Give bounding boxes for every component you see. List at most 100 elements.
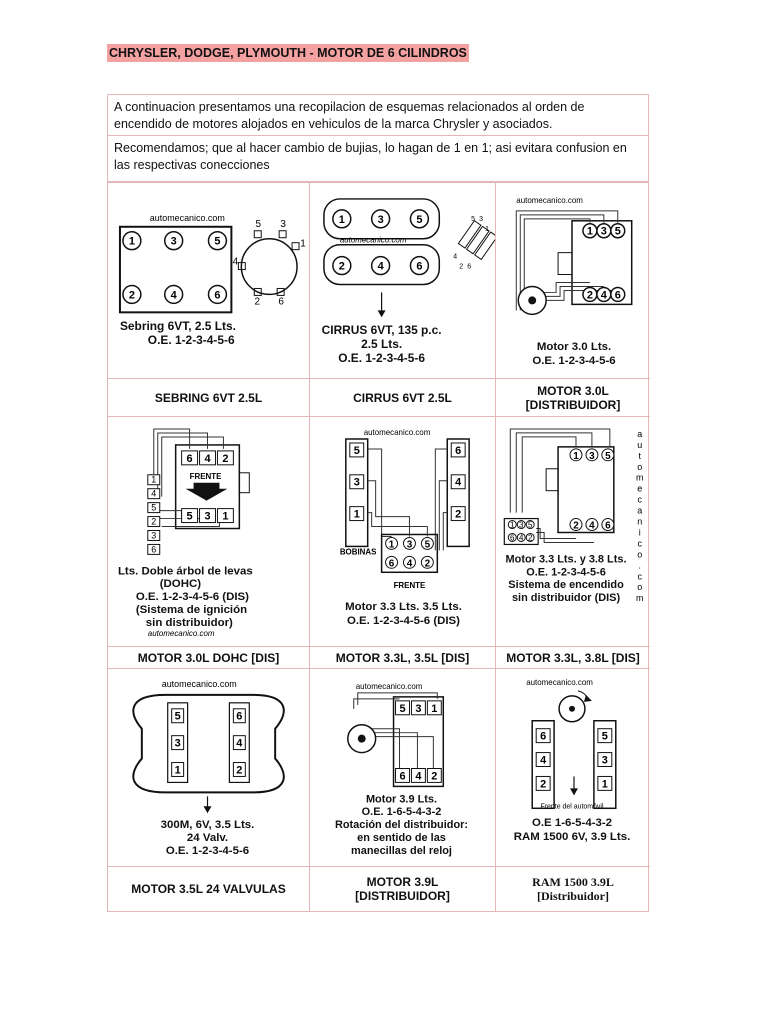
diagram-label: 4 — [407, 558, 413, 569]
diagram-label: 4 — [589, 521, 595, 532]
diagram-label: 3 — [204, 511, 210, 523]
diagram-label: 6 — [615, 289, 621, 301]
diagram-label: 4 — [601, 289, 608, 301]
diagram-label: FRENTE — [190, 472, 222, 481]
diagram-label: O.E 1-6-5-4-3-2 — [532, 817, 612, 829]
terminal-4: 4 — [233, 257, 239, 268]
dohc-diagram: 6 4 2 5 3 1 FRENTE 1 4 5 2 3 6 — [118, 428, 253, 638]
diagram-label: 4 — [453, 254, 457, 261]
diagram-label: O.E. 1-2-3-4-5-6 — [338, 351, 425, 365]
diagram-label: 2 — [459, 264, 463, 271]
diagram-label: O.E. 1-2-3-4-5-6 — [166, 845, 249, 857]
diagram-label: 3 — [601, 226, 607, 238]
caption-3-0-dohc: MOTOR 3.0L DOHC [DIS] — [108, 647, 310, 669]
diagram-label: t — [638, 451, 641, 461]
diagram-label: 5 — [354, 445, 360, 457]
diagram-label: n — [637, 517, 642, 527]
diagram-label: Frente del automóvil — [541, 803, 604, 810]
diagram-label: . — [638, 560, 641, 570]
diagram-label: 5 — [605, 451, 611, 462]
diagram-label: sin distribuidor) — [146, 617, 233, 629]
diagram-cell-cirrus: automecanico.com 1 3 5 2 4 6 5 3 — [310, 183, 496, 379]
diagram-label: 6 — [455, 445, 461, 457]
diagram-label: Motor 3.9 Lts. — [366, 793, 437, 805]
diagram-label: 1 — [485, 226, 489, 233]
firing-order-table: automecanico.com 1 3 5 2 4 6 5 3 4 — [107, 182, 650, 912]
diagram-label: e — [637, 484, 642, 494]
diagram-label: 6 — [540, 731, 546, 743]
diagram-label: c — [637, 571, 642, 581]
diagram-label: O.E. 1-2-3-4-5-6 — [526, 566, 606, 578]
diagram-label: 2 — [425, 558, 431, 569]
diagram-label: 1 — [573, 451, 579, 462]
diagram-label: 5 — [175, 711, 181, 723]
diagram-label: 4 — [151, 489, 156, 499]
cylinder-1-label: 1 — [129, 236, 135, 248]
vertical-watermark: a u t o m e c a n i c o . c o m — [636, 429, 643, 603]
diagram-label: 6 — [236, 711, 242, 723]
diagram-label: 4 — [204, 453, 211, 465]
diagram-label: 2 — [573, 521, 579, 532]
diagram-label: O.E. 1-2-3-4-5-6 — [532, 355, 615, 367]
cylinder-4-label: 4 — [171, 289, 178, 301]
watermark-text: automecanico.com — [516, 196, 583, 205]
diagram-label: 3 — [479, 216, 483, 223]
diagram-label: 3 — [415, 703, 421, 715]
caption-line-2: O.E. 1-2-3-4-5-6 — [148, 333, 235, 347]
diagram-label: 2 — [528, 533, 533, 542]
diagram-cell-ram-1500: automecanico.com 6 4 2 5 3 1 Frente del … — [496, 669, 650, 867]
diagram-label: (DOHC) — [160, 578, 201, 590]
caption-motor-3-0: MOTOR 3.0L [DISTRIBUIDOR] — [496, 379, 650, 417]
diagram-cell-3-0-dohc: 6 4 2 5 3 1 FRENTE 1 4 5 2 3 6 — [108, 417, 310, 647]
document-title: CHRYSLER, DODGE, PLYMOUTH - MOTOR DE 6 C… — [107, 44, 469, 62]
diagram-label: 2 — [587, 289, 593, 301]
diagram-label: manecillas del reloj — [351, 845, 452, 857]
cylinder-5-label: 5 — [214, 236, 220, 248]
diagram-label: 4 — [236, 738, 243, 750]
diagram-cell-sebring: automecanico.com 1 3 5 2 4 6 5 3 4 — [108, 183, 310, 379]
diagram-cell-3-9: automecanico.com 5 3 1 6 4 2 Motor 3.9 L… — [310, 669, 496, 867]
diagram-label: 6 — [187, 453, 193, 465]
diagram-label: 5 — [471, 216, 475, 223]
terminal-6: 6 — [278, 296, 284, 307]
watermark-text: automecanico.com — [150, 213, 225, 223]
diagram-label: Motor 3.0 Lts. — [537, 341, 611, 353]
diagram-label: 6 — [467, 264, 471, 271]
caption-sebring: SEBRING 6VT 2.5L — [108, 379, 310, 417]
diagram-label: 1 — [510, 521, 515, 530]
diagram-label: CIRRUS 6VT, 135 p.c. — [322, 323, 442, 337]
diagram-label: u — [637, 440, 642, 450]
caption-3-9: MOTOR 3.9L [DISTRIBUIDOR] — [310, 867, 496, 911]
diagram-label: 6 — [416, 261, 422, 273]
diagram-label: 24 Valv. — [187, 832, 228, 844]
diagram-label: O.E. 1-2-3-4-5-6 (DIS) — [347, 615, 460, 627]
diagram-label: 5 — [187, 511, 193, 523]
diagram-label: 4 — [519, 533, 524, 542]
diagram-label: 2 — [151, 517, 156, 527]
watermark-text: automecanico.com — [526, 678, 593, 687]
diagram-label: 3 — [175, 738, 181, 750]
motor-3-9-diagram: automecanico.com 5 3 1 6 4 2 Motor 3.9 L… — [335, 682, 468, 857]
diagram-label: 4 — [455, 477, 462, 489]
diagram-label: 5 — [602, 731, 608, 743]
diagram-label: 2 — [431, 770, 437, 782]
watermark-text: automecanico.com — [162, 679, 237, 689]
diagram-label: O.E. 1-2-3-4-5-6 (DIS) — [136, 591, 249, 603]
diagram-label: 3 — [519, 521, 524, 530]
diagram-label: 2.5 Lts. — [361, 337, 402, 351]
diagram-label: 1 — [431, 703, 437, 715]
diagram-label: 2 — [540, 778, 546, 790]
diagram-label: Rotación del distribuidor: — [335, 819, 468, 831]
sebring-diagram: automecanico.com 1 3 5 2 4 6 5 3 4 — [118, 213, 306, 347]
diagram-label: 2 — [339, 261, 345, 273]
watermark-text: automecanico.com — [356, 682, 423, 691]
watermark-text: automecanico.com — [148, 629, 215, 638]
diagram-label: i — [639, 527, 641, 537]
diagram-label: 1 — [354, 509, 360, 521]
terminal-1: 1 — [300, 239, 306, 250]
recommendation-paragraph: Recomendamos; que al hacer cambio de buj… — [107, 136, 649, 182]
diagram-cell-3-5-24v: automecanico.com 5 3 1 6 4 2 300M, 6V, 3… — [108, 669, 310, 867]
diagram-label: 3 — [602, 755, 608, 767]
diagram-label: 2 — [455, 509, 461, 521]
diagram-label: BOBINAS — [340, 547, 377, 556]
